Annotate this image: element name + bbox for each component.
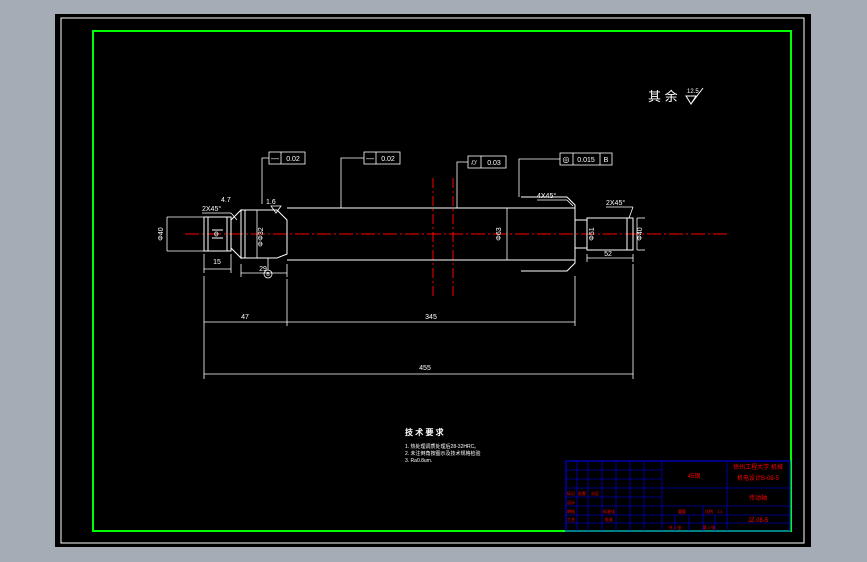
notes-line-2: 2. 未注倒角按图示及技术规格检验 — [405, 450, 481, 457]
dim-main-dia: Φ63 — [496, 227, 503, 240]
tb-label-5: 工艺 — [567, 517, 575, 522]
tb-sheets: 共 1 张 — [669, 524, 681, 530]
tol4-symbol: ◎ — [563, 155, 570, 164]
inner-border — [92, 30, 792, 532]
cad-viewport[interactable]: 其 余 12.5 Φ40 Φ Φ32 Φ Φ63 Φ51 Φ40 — [55, 14, 811, 547]
tol2-symbol: — — [366, 154, 374, 163]
datum-circle-icon — [263, 269, 273, 279]
tb-label-1: 处数 — [578, 490, 586, 496]
chamfer-left-small: 4.7 — [221, 197, 231, 204]
dim-left-step-len: 15 — [213, 259, 221, 266]
tb-label-2: 分区 — [591, 490, 599, 496]
dim-right-end-dia: Φ40 — [637, 227, 644, 240]
tol4-datum: B — [604, 157, 609, 164]
dim-section-345: 345 — [425, 314, 437, 321]
tol4-value: 0.015 — [577, 157, 595, 164]
tb-material: 45钢 — [688, 472, 701, 480]
dim-shoulder-dia: Φ32 — [258, 227, 265, 240]
tb-label-4: 审核 — [567, 508, 575, 514]
dim-left-end-dia: Φ40 — [158, 227, 165, 240]
tb-label-3: 设计 — [567, 499, 575, 505]
diameter-dim-lines — [166, 208, 645, 260]
title-block: 45钢 徐州工程大学 机械 机电设计B-08-5 传动轴 JZ 08-5 标记 … — [565, 460, 791, 532]
length-dim-lines — [203, 254, 634, 379]
tb-part-name: 传动轴 — [749, 494, 767, 502]
notes-line-1: 1. 热处理调质处理后28-32HRC。 — [405, 443, 479, 450]
roughness-tri-icon — [270, 205, 282, 214]
tol1-value: 0.02 — [286, 156, 300, 163]
tb-scale-label: 比例 — [705, 508, 713, 514]
left-end-cross-hatch — [212, 229, 223, 239]
tol-frame-straightness-1: — 0.02 — [261, 151, 306, 204]
notes-line-3: 3. Ra0.8um. — [405, 458, 432, 464]
dim-right-step-len: 52 — [604, 251, 612, 258]
dim-section-47: 47 — [241, 314, 249, 321]
tb-label-7: 批准 — [605, 516, 613, 522]
roughness-mark: 1.6 — [266, 199, 276, 206]
shaft-drawing: 其 余 12.5 Φ40 Φ Φ32 Φ Φ63 Φ51 Φ40 — [60, 17, 805, 544]
tol-frame-coaxiality: ◎ 0.015 B — [518, 152, 613, 197]
chamfer-right: 2X45° — [606, 199, 625, 207]
chamfer-left: 2X45° — [202, 205, 221, 213]
tol3-value: 0.03 — [487, 160, 501, 167]
notes-title: 技 术 要 求 — [405, 427, 445, 437]
tb-weight-label: 重量 — [678, 508, 686, 514]
dim-total-455: 455 — [419, 365, 431, 372]
tb-label-6: 标准化 — [603, 508, 615, 514]
datum-label: B — [266, 272, 270, 278]
tb-label-0: 标记 — [567, 490, 575, 496]
dim-right-dia: Φ51 — [589, 227, 596, 240]
chamfer-right-large: 4X45° — [537, 192, 556, 200]
surface-note-prefix: 其 余 — [648, 89, 678, 104]
tb-sheet-no: 第 1 张 — [703, 524, 715, 530]
dim-shoulder-len: 29 — [259, 266, 267, 273]
outer-border — [60, 17, 805, 544]
dim-left-dia: Φ — [214, 231, 221, 237]
tb-scale: 1:1 — [717, 509, 723, 514]
tb-code: JZ 08-5 — [748, 518, 769, 524]
tol1-symbol: — — [271, 154, 279, 163]
shaft-outline — [203, 196, 634, 272]
tol2-value: 0.02 — [381, 156, 395, 163]
tol-frame-straightness-2: — 0.02 — [340, 151, 401, 208]
tb-school: 徐州工程大学 机械 — [733, 463, 783, 471]
roughness-symbol-icon — [685, 87, 704, 105]
tol3-symbol: ⌭ — [471, 158, 477, 167]
surface-note-value: 12.5 — [687, 89, 699, 95]
dim-shaft-dia: Φ — [258, 241, 265, 247]
tol-frame-cylindricity: ⌭ 0.03 — [456, 155, 507, 208]
tb-drawing-no: 机电设计B-08-5 — [737, 474, 780, 482]
chamfer-leaders — [202, 199, 634, 221]
